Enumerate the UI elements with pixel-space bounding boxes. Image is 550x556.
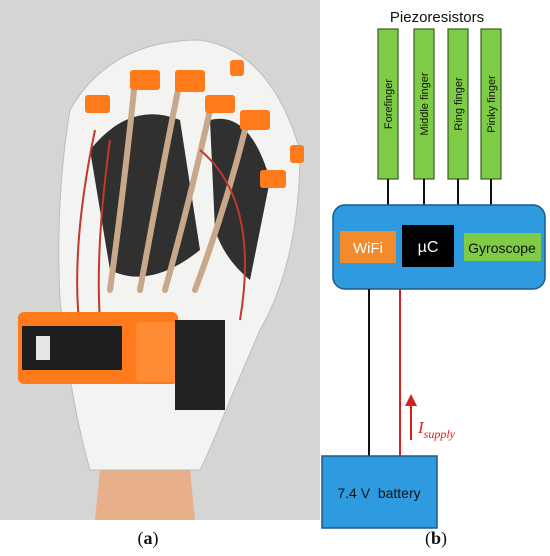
- sensor-label: Ring finger: [453, 77, 465, 131]
- caption-a: (a): [137, 528, 159, 548]
- sensor-label: Pinky finger: [486, 75, 498, 133]
- sensor-pinky-finger: Pinky finger: [480, 28, 502, 206]
- sensor-middle-finger: Middle finger: [413, 28, 435, 206]
- current-arrow: [405, 394, 417, 440]
- sensor-forefinger: Forefinger: [377, 28, 399, 206]
- wrist-strap: [175, 320, 225, 410]
- sensor-label: Forefinger: [383, 79, 395, 129]
- wifi-module: WiFi: [340, 231, 396, 263]
- battery: [321, 455, 438, 529]
- sensor-ring-finger: Ring finger: [447, 28, 469, 206]
- electronics-box: [18, 312, 186, 384]
- microcontroller: µC: [402, 225, 454, 267]
- gyroscope-label: Gyroscope: [468, 240, 536, 256]
- wires: [76, 129, 246, 331]
- gyroscope-module: Gyroscope: [464, 233, 541, 261]
- wifi-label: WiFi: [353, 240, 383, 257]
- arm: [95, 470, 195, 520]
- glove-patch: [210, 118, 270, 280]
- glove-photo: [0, 0, 320, 520]
- caption-b: (b): [424, 528, 447, 548]
- battery-label: 7.4 V battery: [337, 485, 420, 501]
- sensor-strips: [107, 77, 248, 293]
- sensor-label: Middle finger: [419, 72, 431, 135]
- current-label: Isupply: [417, 418, 456, 441]
- orange-clips: [85, 60, 304, 188]
- piezoresistors-heading: Piezoresistors: [390, 9, 484, 26]
- mcu-label: µC: [418, 239, 439, 256]
